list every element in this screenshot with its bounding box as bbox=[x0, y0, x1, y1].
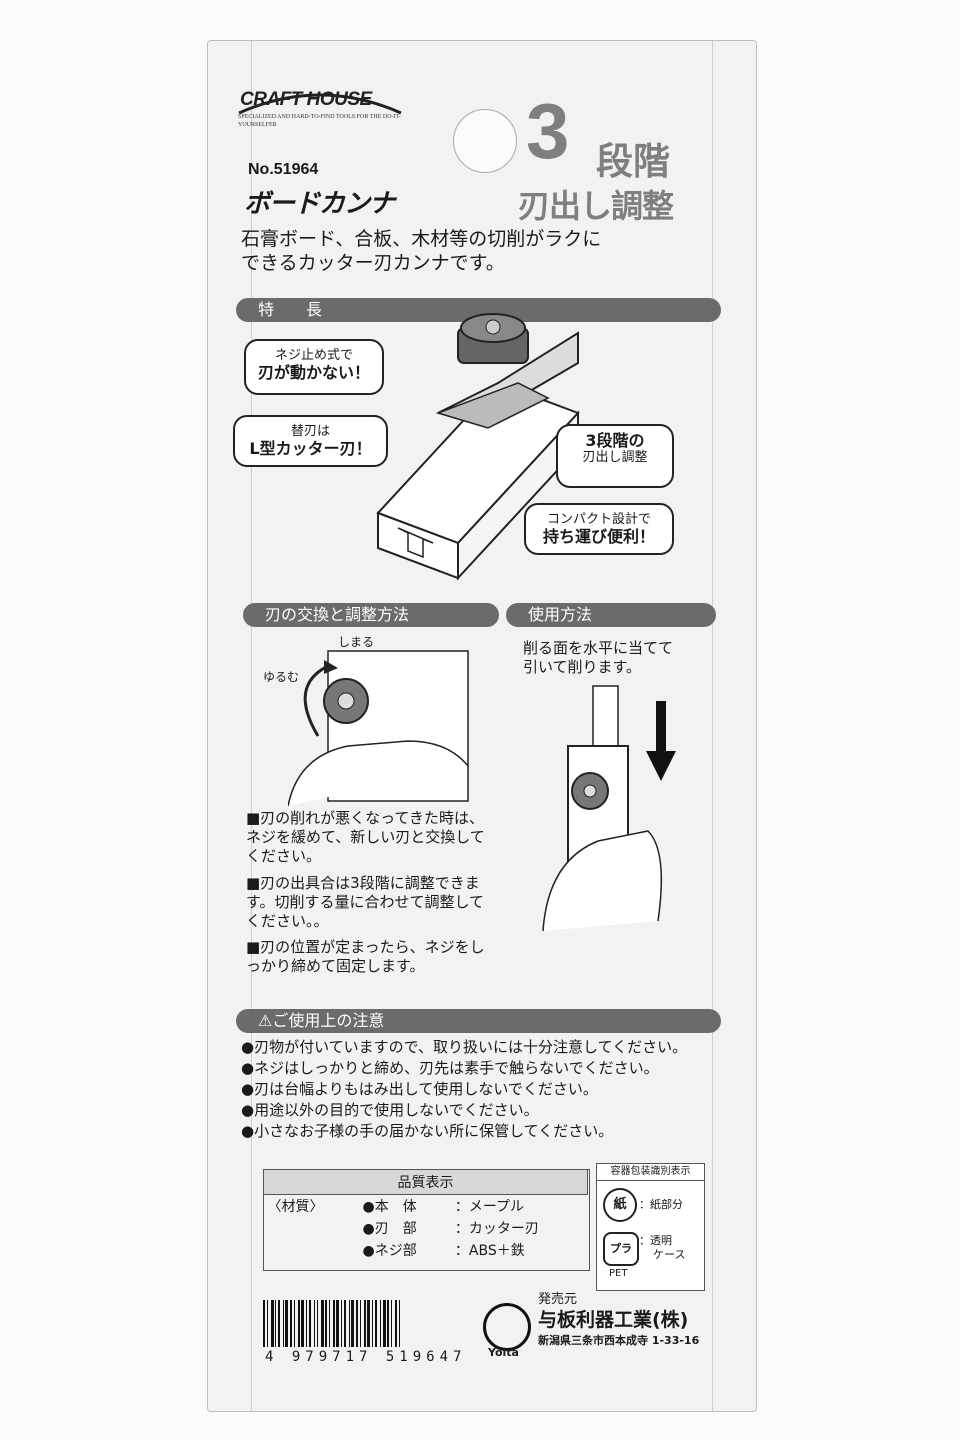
description-line-2: できるカッター刃カンナです。 bbox=[241, 252, 505, 274]
caution-item-1: ●刃物が付いていますので、取り扱いには十分注意してください。 bbox=[241, 1038, 688, 1056]
yoita-logo-text: Yoita bbox=[488, 1346, 519, 1359]
caution-item-5: ●小さなお子様の手の届かない所に保管してください。 bbox=[241, 1122, 614, 1140]
blade-note-2: ■刃の出具合は3段階に調整できます。切削する量に合わせて調整してください。。 bbox=[246, 874, 485, 930]
quality-part-1: ●本 体 bbox=[362, 1199, 417, 1215]
callout-three-step: 3段階の 刃出し調整 bbox=[556, 424, 674, 488]
seller-label: 発売元 bbox=[538, 1292, 578, 1307]
callout-three-step-line1: 3段階の bbox=[585, 431, 645, 450]
caution-heading-text: ご使用上の注意 bbox=[272, 1011, 385, 1030]
blade-change-illustration bbox=[288, 650, 469, 806]
usage-text-line2: 引いて削ります。 bbox=[523, 658, 642, 676]
brand-name: CRAFT HOUSE bbox=[240, 89, 372, 110]
usage-text-line1: 削る面を水平に当てて bbox=[523, 639, 674, 657]
callout-screw-line2: 刃が動かない！ bbox=[257, 363, 370, 382]
yoita-logo-icon bbox=[483, 1303, 531, 1351]
caution-item-3: ●刃は台幅よりもはみ出して使用しないでください。 bbox=[241, 1080, 598, 1098]
headline-number: 3 bbox=[526, 87, 570, 175]
description-line-1: 石膏ボード、合板、木材等の切削がラクに bbox=[241, 228, 602, 250]
usage-text: 削る面を水平に当てて 引いて削ります。 bbox=[523, 639, 723, 677]
blade-note-3: ■刃の位置が定まったら、ネジをしっかり締めて固定します。 bbox=[246, 938, 485, 975]
usage-section-heading: 使用方法 bbox=[506, 603, 716, 627]
warning-icon: ⚠ bbox=[258, 1011, 273, 1030]
blade-note-1: ■刃の削れが悪くなってきた時は、ネジを緩めて、新しい刃と交換してください。 bbox=[246, 809, 485, 865]
features-heading: 特 長 bbox=[236, 298, 721, 322]
plastic-label-line2: ケース bbox=[653, 1248, 686, 1261]
fold-line-left bbox=[251, 41, 252, 1411]
caution-item-4: ●用途以外の目的で使用しないでください。 bbox=[241, 1101, 539, 1119]
plastic-label: ：透明 ケース bbox=[639, 1234, 685, 1262]
caution-item-2: ●ネジはしっかりと締め、刃先は素手で触らないでください。 bbox=[241, 1059, 659, 1077]
quality-value-3: ：ABS＋鉄 bbox=[454, 1243, 525, 1259]
callout-screw-line1: ネジ止め式で bbox=[274, 348, 353, 363]
paper-label: ：紙部分 bbox=[639, 1198, 683, 1211]
paper-recycle-icon: 紙 bbox=[603, 1188, 637, 1222]
callout-compact-line2: 持ち運び便利！ bbox=[542, 527, 655, 546]
plastic-recycle-icon: プラ bbox=[603, 1232, 639, 1266]
seller-address: 新潟県三条市西本成寺 1-33-16 bbox=[538, 1334, 700, 1347]
craft-house-logo-arc-icon bbox=[238, 93, 402, 115]
callout-compact: コンパクト設計で 持ち運び便利！ bbox=[524, 503, 674, 555]
hang-hole bbox=[453, 109, 517, 173]
recycling-heading: 容器包装識別表示 bbox=[597, 1164, 704, 1181]
barcode-number: 4 979717 519647 bbox=[265, 1349, 467, 1365]
product-name: ボードカンナ bbox=[244, 189, 395, 219]
quality-part-3: ●ネジ部 bbox=[362, 1243, 417, 1259]
material-label: 〈材質〉 bbox=[267, 1199, 324, 1215]
barcode bbox=[263, 1300, 443, 1347]
plastic-label-line1: ：透明 bbox=[639, 1234, 672, 1247]
callout-blade-line2: L型カッター刃！ bbox=[249, 439, 372, 458]
usage-illustration bbox=[542, 685, 676, 932]
callout-compact-line1: コンパクト設計で bbox=[546, 512, 651, 527]
package-card: CRAFT HOUSE SPECIALIZED AND HARD-TO-FIND… bbox=[207, 40, 757, 1412]
quality-value-1: ：メープル bbox=[454, 1199, 525, 1215]
callout-screw: ネジ止め式で 刃が動かない！ bbox=[244, 339, 384, 395]
plane-illustration bbox=[376, 313, 580, 581]
callout-blade: 替刃は L型カッター刃！ bbox=[233, 415, 388, 467]
callout-three-step-line2: 刃出し調整 bbox=[582, 450, 648, 465]
quality-value-2: ：カッター刃 bbox=[454, 1221, 539, 1237]
quality-table: 品質表示 〈材質〉 ●本 体 ：メープル ●刃 部 ：カッター刃 ●ネジ部 ：A… bbox=[263, 1169, 588, 1261]
label-tighten: しまる bbox=[338, 635, 375, 649]
quality-heading: 品質表示 bbox=[263, 1169, 588, 1195]
brand-tagline: SPECIALIZED AND HARD-TO-FIND TOOLS FOR T… bbox=[238, 114, 401, 128]
label-loosen: ゆるむ bbox=[263, 670, 300, 684]
callout-blade-line1: 替刃は bbox=[290, 424, 330, 439]
model-number: No.51964 bbox=[248, 161, 319, 178]
fold-line-right bbox=[712, 41, 713, 1411]
recycling-box: 容器包装識別表示 紙 ：紙部分 プラ ：透明 ケース PET bbox=[596, 1163, 705, 1291]
caution-heading: ⚠ご使用上の注意 bbox=[236, 1009, 721, 1033]
blade-section-heading: 刃の交換と調整方法 bbox=[243, 603, 499, 627]
headline-suffix: 段階 bbox=[596, 140, 670, 183]
pet-label: PET bbox=[609, 1268, 628, 1279]
product-description: 石膏ボード、合板、木材等の切削がラクに できるカッター刃カンナです。 bbox=[241, 227, 711, 275]
headline-line2: 刃出し調整 bbox=[518, 187, 674, 225]
seller-company: 与板利器工業(株) bbox=[538, 1309, 689, 1331]
quality-part-2: ●刃 部 bbox=[362, 1221, 417, 1237]
